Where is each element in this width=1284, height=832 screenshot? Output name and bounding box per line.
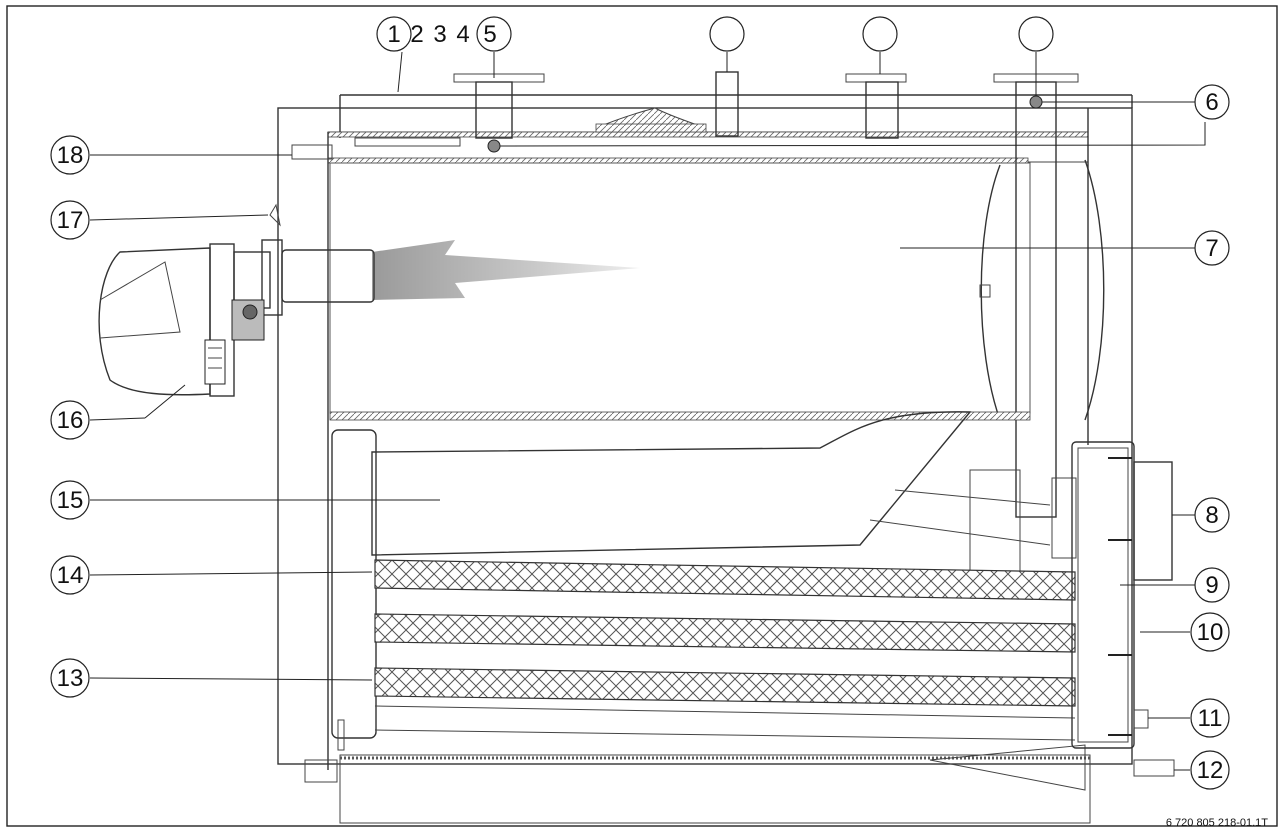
- burner: [98, 203, 375, 397]
- callout-18: 18: [57, 142, 84, 169]
- burner-valve: [231, 299, 265, 341]
- callout-8: 8: [1205, 502, 1218, 529]
- callout-circle-10: [1190, 612, 1230, 652]
- callout-circle-14: [50, 555, 90, 595]
- callout-12: 12: [1197, 757, 1224, 784]
- callout-circle-empty-c: [1018, 16, 1054, 52]
- callout-11: 11: [1198, 705, 1223, 732]
- figure-id: 6 720 805 218-01.1T: [1166, 817, 1268, 829]
- callout-circle-17: [50, 200, 90, 240]
- fire-tubes: [374, 559, 1076, 741]
- callout-7: 7: [1205, 235, 1218, 262]
- callout-15: 15: [57, 487, 84, 514]
- callout-9: 9: [1205, 572, 1218, 599]
- callout-2: 2: [410, 21, 423, 48]
- right-callouts: 6 7 8 9 10 11 12: [1190, 84, 1230, 790]
- callout-circle-6: [1194, 84, 1230, 120]
- callout-circle-9: [1194, 567, 1230, 603]
- callout-circle-empty-b: [862, 16, 898, 52]
- callout-10: 10: [1197, 619, 1224, 646]
- callout-circle-5: [476, 16, 512, 52]
- callout-6: 6: [1205, 89, 1218, 116]
- callout-17: 17: [57, 207, 84, 234]
- boiler-casing: [277, 94, 1133, 824]
- leader-lines: [89, 51, 1206, 771]
- callout-circle-15: [50, 480, 90, 520]
- callout-3: 3: [433, 21, 446, 48]
- left-callouts: 18 17 16 15 14 13: [50, 135, 90, 698]
- outer-frame: [6, 5, 1278, 827]
- callout-circle-7: [1194, 230, 1230, 266]
- callout-1: 1: [387, 21, 400, 48]
- callout-13: 13: [57, 665, 84, 692]
- flame-shape: [372, 240, 640, 300]
- callout-circle-13: [50, 658, 90, 698]
- callout-4: 4: [456, 21, 469, 48]
- callout-5: 5: [483, 21, 496, 48]
- rear-door: [1051, 441, 1175, 777]
- callout-16: 16: [57, 407, 84, 434]
- callout-circle-18: [50, 135, 90, 175]
- callout-circle-empty-a: [709, 16, 745, 52]
- callout-circle-8: [1194, 497, 1230, 533]
- callout-circle-12: [1190, 750, 1230, 790]
- callout-circle-1: [376, 16, 412, 52]
- empty-callouts: [709, 16, 1054, 52]
- callout-14: 14: [57, 562, 84, 589]
- combustion-chamber: [329, 159, 1105, 421]
- callout-circle-16: [50, 400, 90, 440]
- callout-circle-11: [1190, 698, 1230, 738]
- top-label-group: 1 2 3 4 5: [376, 16, 512, 52]
